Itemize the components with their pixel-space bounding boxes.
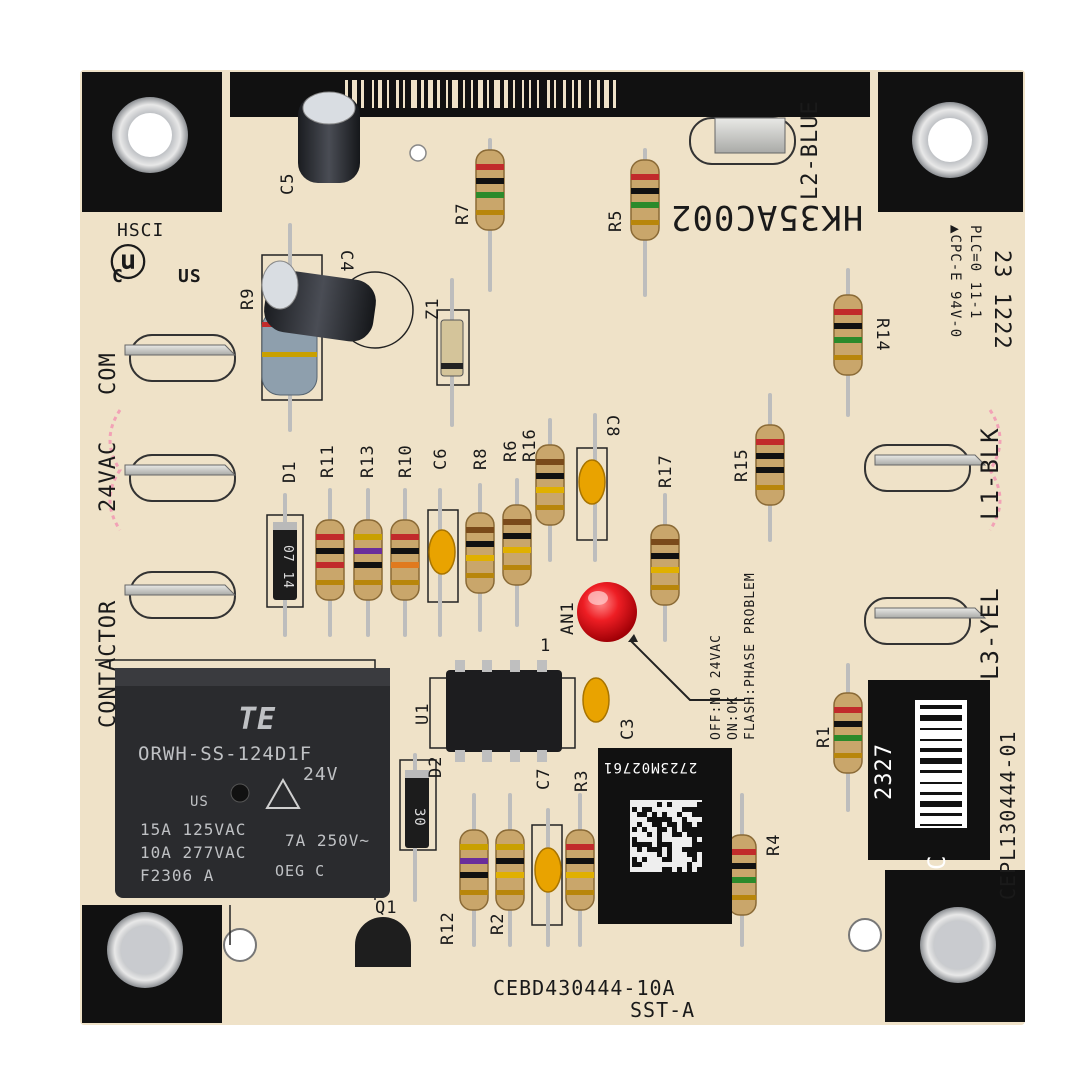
cert-mark-hsci: HSCI bbox=[117, 220, 165, 241]
electrolytic-capacitors bbox=[261, 91, 376, 342]
resistor bbox=[390, 519, 420, 601]
refdes-c8: C8 bbox=[602, 415, 622, 438]
diode-d2-mark: 30 bbox=[411, 808, 427, 827]
refdes-r15: R15 bbox=[732, 448, 752, 482]
refdes-c4: C4 bbox=[336, 250, 356, 273]
relay bbox=[115, 668, 390, 898]
resistor bbox=[833, 294, 863, 376]
refdes-r7: R7 bbox=[453, 202, 473, 225]
board-variant: SST-A bbox=[630, 998, 696, 1022]
led-legend-2: ON:OK bbox=[726, 695, 741, 740]
barcode-strip bbox=[345, 80, 616, 108]
refdes-pin1: 1 bbox=[540, 636, 552, 656]
chip-sticker-code: 2723M02761 bbox=[603, 759, 698, 775]
refdes-r13: R13 bbox=[358, 444, 378, 478]
terminal-label-contactor: CONTACTOR bbox=[96, 599, 121, 728]
resistor bbox=[535, 444, 565, 526]
ic-u1 bbox=[446, 660, 562, 762]
resistor bbox=[459, 829, 489, 911]
terminal-label-24vac: 24VAC bbox=[96, 440, 121, 512]
resistor bbox=[465, 512, 495, 594]
resistor bbox=[727, 834, 757, 916]
refdes-an1: AN1 bbox=[558, 601, 578, 635]
refdes-r6: R6 bbox=[501, 439, 521, 462]
refdes-z1: Z1 bbox=[423, 297, 443, 320]
refdes-r17: R17 bbox=[656, 454, 676, 488]
solder-mask-corners bbox=[82, 72, 1025, 1023]
refdes-c7: C7 bbox=[534, 767, 554, 790]
pcb-spec-2: PLC=0 11-1 bbox=[967, 225, 983, 320]
refdes-d2: D2 bbox=[426, 755, 446, 778]
cert-us-left: US bbox=[178, 266, 202, 287]
refdes-u1: U1 bbox=[413, 702, 433, 725]
refdes-r3: R3 bbox=[572, 769, 592, 792]
diodes bbox=[273, 319, 464, 848]
refdes-r16: R16 bbox=[520, 428, 540, 462]
diode-d1-mark: 07 14 bbox=[280, 545, 295, 590]
refdes-c3: C3 bbox=[618, 717, 638, 740]
pcb-spec-1: ▲CPC-E 94V-0 bbox=[947, 225, 963, 339]
refdes-r2: R2 bbox=[488, 912, 508, 935]
transistor-q1 bbox=[355, 917, 411, 967]
resistor bbox=[495, 829, 525, 911]
resistor bbox=[630, 159, 660, 241]
refdes-q1: Q1 bbox=[375, 898, 398, 918]
refdes-r5: R5 bbox=[606, 209, 626, 232]
refdes-r9: R9 bbox=[238, 287, 258, 310]
relay-brand: TE bbox=[238, 702, 277, 737]
resistor bbox=[353, 519, 383, 601]
led-legend-1: OFF:NO 24VAC bbox=[709, 634, 724, 740]
ceramic-capacitors bbox=[428, 459, 610, 893]
terminal-label-l1: L1-BLK bbox=[976, 427, 1004, 520]
resistor bbox=[650, 524, 680, 606]
terminal-tabs bbox=[124, 117, 987, 645]
relay-cert-us: US bbox=[190, 794, 209, 810]
mounting-holes bbox=[107, 97, 996, 988]
terminal-label-com: COM bbox=[96, 352, 121, 395]
relay-model: ORWH-SS-124D1F bbox=[138, 743, 313, 765]
terminal-label-l2: L2-BLUE bbox=[798, 100, 823, 200]
resistor bbox=[755, 424, 785, 506]
refdes-c5: C5 bbox=[278, 172, 298, 195]
relay-rating-3: 7A 250V~ bbox=[285, 831, 371, 850]
board-part-number: CEBD430444-10A bbox=[493, 976, 676, 1000]
led-legend-3: FLASH:PHASE PROBLEM bbox=[743, 572, 758, 740]
refdes-r4: R4 bbox=[764, 833, 784, 856]
refdes-r14: R14 bbox=[872, 318, 892, 352]
refdes-r11: R11 bbox=[318, 444, 338, 478]
barcode-sticker bbox=[868, 680, 990, 860]
refdes-r12: R12 bbox=[438, 911, 458, 945]
resistor bbox=[833, 692, 863, 774]
refdes-r10: R10 bbox=[396, 444, 416, 478]
resistor bbox=[315, 519, 345, 601]
resistor bbox=[502, 504, 532, 586]
resistor bbox=[565, 829, 595, 911]
date-code: 23 1222 bbox=[989, 250, 1014, 350]
refdes-r8: R8 bbox=[471, 447, 491, 470]
terminal-label-l3: L3-YEL bbox=[976, 587, 1004, 680]
svg-text:ⓤ: ⓤ bbox=[110, 243, 146, 284]
data-matrix-label bbox=[598, 748, 732, 924]
relay-cert: OEG C bbox=[275, 862, 326, 880]
refdes-d1: D1 bbox=[280, 460, 300, 483]
led-an1 bbox=[577, 582, 745, 701]
cert-c-left: C bbox=[112, 266, 124, 287]
board-model: HK35AC002 bbox=[670, 197, 864, 237]
relay-lot: F2306 A bbox=[140, 866, 215, 885]
refdes-r1: R1 bbox=[814, 725, 834, 748]
resistor bbox=[475, 149, 505, 231]
sticker-letter: C bbox=[923, 854, 951, 870]
ul-mark-left: ⓤ bbox=[110, 243, 146, 284]
refdes-c6: C6 bbox=[431, 447, 451, 470]
relay-rating-2: 10A 277VAC bbox=[140, 843, 247, 862]
relay-rating-1: 15A 125VAC bbox=[140, 820, 247, 839]
pink-hatch-marks bbox=[108, 409, 1002, 531]
sticker-code: 2327 bbox=[872, 743, 897, 800]
relay-coil: 24V bbox=[303, 764, 339, 785]
assembly-label: CEPL130444-01 bbox=[996, 730, 1020, 900]
